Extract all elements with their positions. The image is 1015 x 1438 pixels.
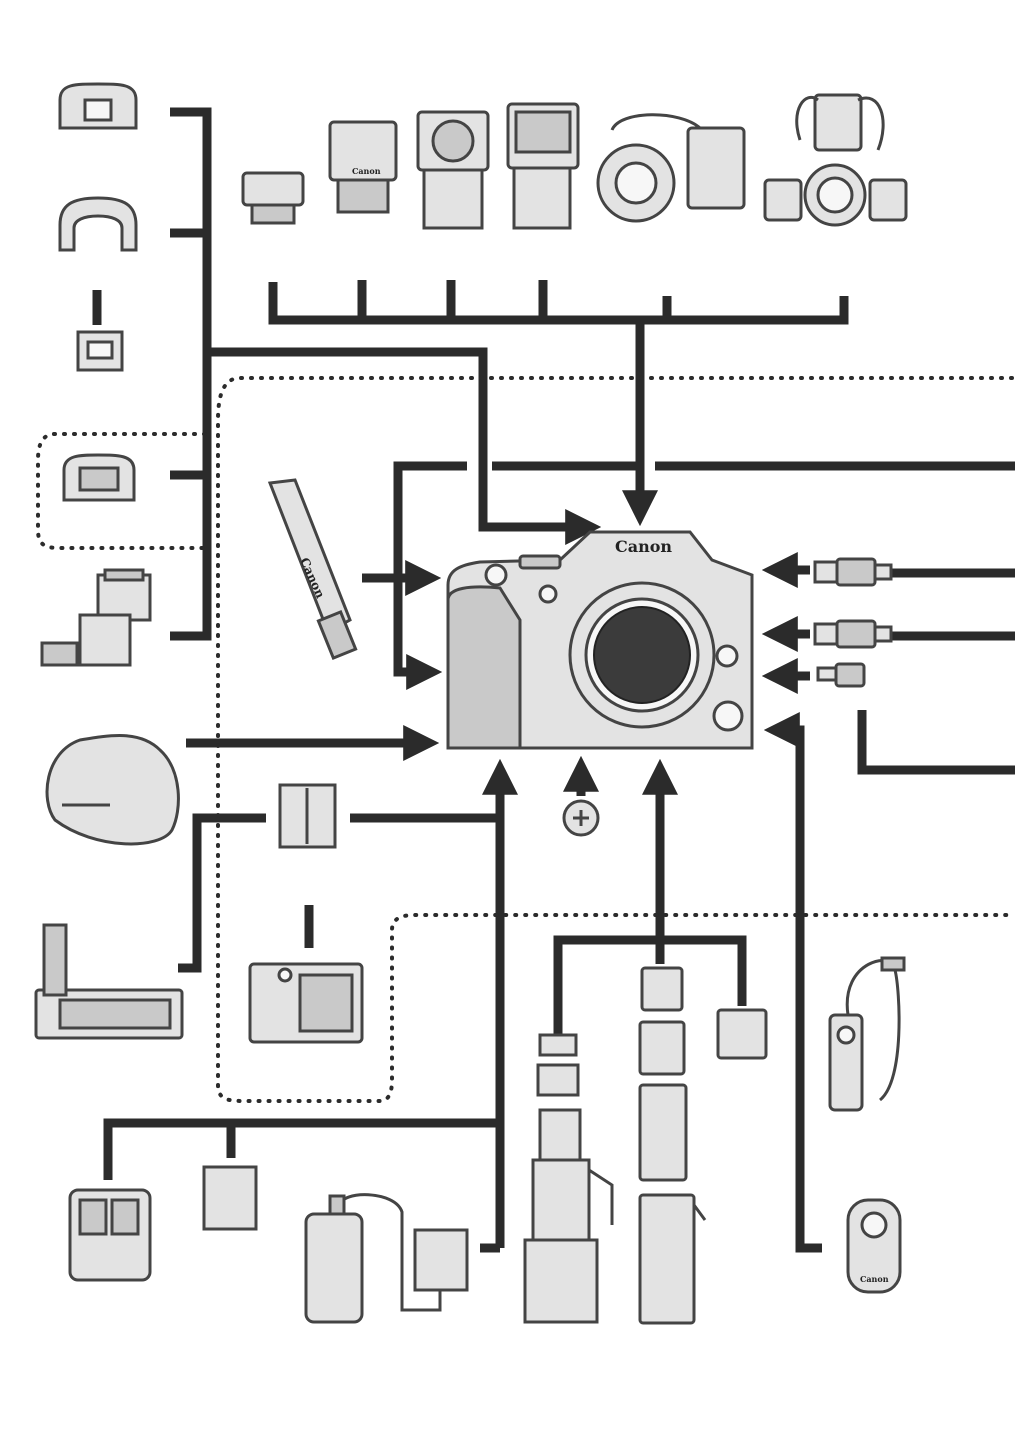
usb-cable-plug-icon xyxy=(815,621,891,647)
remote-plug-icon xyxy=(818,664,864,686)
remote-bus-line xyxy=(780,730,822,1248)
rubber-frame-icon xyxy=(60,198,136,250)
ac-adapter-icon xyxy=(306,1195,467,1322)
telephoto-lens-left-icon xyxy=(525,1110,612,1322)
speedlite-mid-icon xyxy=(418,112,488,228)
flash-drop-lines xyxy=(362,280,667,320)
soft-case-icon xyxy=(47,736,178,844)
compact-charger-icon xyxy=(70,1190,150,1280)
eyecup-eb-icon xyxy=(60,84,136,128)
remote-brand-label: Canon xyxy=(860,1274,889,1284)
transmitter-icon xyxy=(243,173,303,223)
zoom-lens-icon xyxy=(640,1085,686,1180)
camera-brand-label: Canon xyxy=(615,537,672,556)
eyepiece-bus-line xyxy=(170,112,207,636)
backup-battery-icon xyxy=(564,801,598,835)
remote-cable-line xyxy=(862,710,1015,770)
telephoto-lens-right-icon xyxy=(640,1195,705,1323)
battery-grip-icon xyxy=(36,925,182,1038)
wide-lens-icon xyxy=(642,968,682,1010)
remote-switch-icon xyxy=(830,958,904,1110)
battery-charger-icon xyxy=(250,964,362,1042)
eyepiece-adapter-icon xyxy=(78,332,122,370)
video-cable-plug-icon xyxy=(815,559,891,585)
angle-finder-icon xyxy=(42,570,150,665)
battery-pack-icon xyxy=(280,785,335,847)
charger-bus-line xyxy=(108,1123,500,1180)
flash-brand-label: Canon xyxy=(352,166,381,176)
ring-lite-icon xyxy=(598,115,744,221)
speedlite-large-icon xyxy=(508,104,578,228)
battery-small-icon xyxy=(204,1167,256,1229)
neck-strap-icon: Canon xyxy=(270,480,356,658)
speedlite-small-icon: Canon xyxy=(330,122,396,212)
extender-top-icon xyxy=(538,1035,578,1095)
camera-body-icon: Canon xyxy=(448,532,752,748)
wireless-remote-icon: Canon xyxy=(848,1200,900,1292)
twin-lite-icon xyxy=(765,95,906,225)
battery-grip-line xyxy=(178,818,266,968)
macro-lens-icon xyxy=(718,1010,766,1058)
standard-lens-icon xyxy=(640,1022,684,1074)
magnifier-eyepiece-icon xyxy=(64,455,134,500)
